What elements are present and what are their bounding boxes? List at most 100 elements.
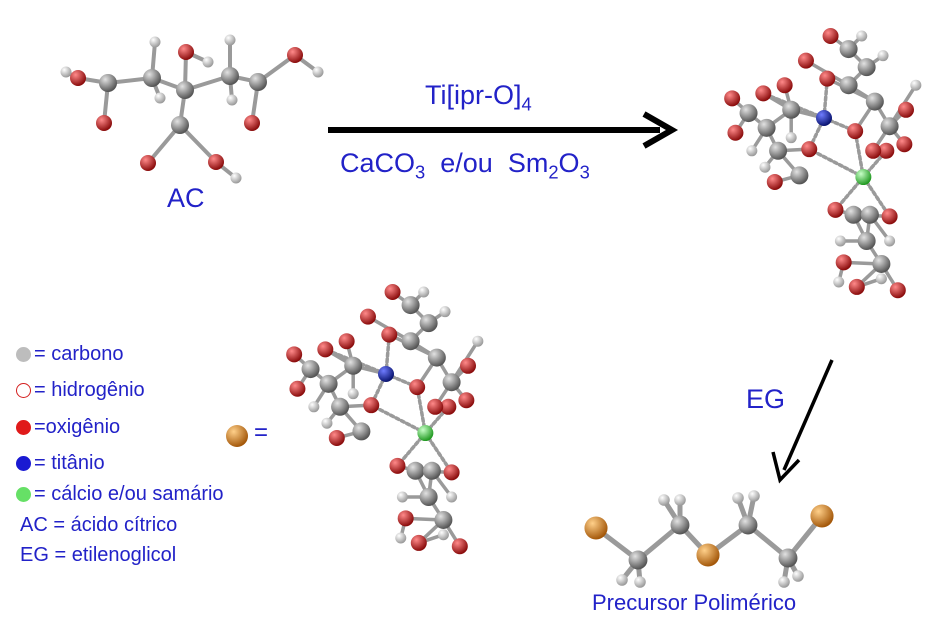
calcium-atom bbox=[855, 169, 872, 186]
oxygen-atom bbox=[381, 326, 398, 343]
reagent-top: Ti[ipr-O]4 bbox=[425, 80, 532, 115]
hydrogen-atom bbox=[856, 30, 868, 42]
hydrogen-atom bbox=[321, 417, 333, 429]
hydrogen-atom bbox=[759, 161, 771, 173]
carbon-atom bbox=[99, 74, 117, 92]
oxygen-atom bbox=[287, 47, 303, 63]
legend-item-oxygen: =oxigênio bbox=[16, 416, 120, 439]
hydrogen-atom bbox=[437, 529, 449, 541]
carbon-atom bbox=[143, 69, 161, 87]
hydrogen-atom bbox=[149, 36, 161, 48]
oxygen-atom bbox=[384, 284, 401, 300]
oxygen-atom bbox=[847, 123, 864, 140]
carbon-atom bbox=[401, 296, 420, 315]
carbon-atom bbox=[857, 232, 876, 250]
calcium-atom bbox=[417, 425, 434, 442]
legend-item-titanium: = titânio bbox=[16, 452, 105, 475]
reaction-arrow-head bbox=[642, 111, 679, 149]
hydrogen-atom bbox=[634, 576, 646, 588]
hydrogen-atom bbox=[396, 491, 408, 503]
hydrogen-atom bbox=[226, 94, 238, 106]
hydrogen-atom bbox=[732, 492, 744, 504]
oxygen-atom bbox=[410, 534, 427, 551]
eg-arrow-head bbox=[771, 451, 801, 484]
oxygen-atom bbox=[359, 308, 376, 325]
bond bbox=[807, 147, 866, 179]
carbon-atom bbox=[319, 374, 338, 393]
hydrogen-atom bbox=[308, 401, 320, 413]
titanium-atom bbox=[378, 366, 394, 382]
carbon-atom bbox=[344, 356, 363, 375]
hydrogen-atom bbox=[834, 235, 846, 247]
oxygen-atom bbox=[363, 397, 380, 414]
legend-item-calcium: = cálcio e/ou samário bbox=[16, 483, 224, 506]
eg-label: EG bbox=[746, 384, 786, 414]
bond bbox=[369, 403, 428, 435]
carbon-dot-icon bbox=[16, 347, 31, 362]
oxygen-atom bbox=[822, 28, 839, 44]
hydrogen-atom bbox=[792, 570, 804, 582]
oxygen-atom bbox=[878, 142, 895, 159]
oxygen-atom bbox=[317, 341, 334, 358]
carbon-atom bbox=[790, 166, 809, 185]
oxygen-atom bbox=[96, 115, 112, 131]
oxygen-atom bbox=[70, 70, 86, 86]
titanium-dot-icon bbox=[16, 456, 31, 471]
carbon-atom bbox=[880, 117, 899, 136]
hydrogen-atom bbox=[658, 494, 670, 506]
calcium-dot-icon bbox=[16, 487, 31, 502]
hydrogen-atom bbox=[202, 56, 214, 68]
hydrogen-atom bbox=[875, 273, 887, 285]
carbon-atom bbox=[419, 488, 438, 506]
oxygen-atom bbox=[896, 136, 913, 153]
carbon-atom bbox=[839, 40, 858, 59]
hydrogen-atom bbox=[446, 491, 458, 503]
carbon-atom bbox=[434, 510, 453, 529]
orange-atom bbox=[696, 543, 720, 567]
citric-acid-bonds bbox=[64, 38, 320, 180]
carbon-atom bbox=[419, 314, 438, 333]
carbon-atom bbox=[406, 461, 425, 480]
hydrogen-atom bbox=[877, 50, 889, 62]
titanium-complex-bottom-atoms bbox=[286, 284, 484, 555]
orange-equals: = bbox=[254, 419, 269, 446]
oxygen-atom bbox=[397, 510, 414, 527]
oxygen-atom bbox=[776, 77, 793, 94]
oxygen-atom bbox=[443, 464, 460, 481]
hydrogen-atom bbox=[418, 286, 430, 298]
oxygen-atom bbox=[724, 90, 741, 107]
oxygen-atom bbox=[727, 124, 744, 141]
orange-ball-atoms bbox=[226, 425, 248, 447]
oxygen-atom bbox=[338, 333, 355, 350]
hydrogen-atom bbox=[785, 132, 797, 144]
carbon-atom bbox=[427, 348, 446, 367]
oxygen-atom bbox=[289, 380, 306, 397]
carbon-atom bbox=[778, 548, 798, 568]
oxygen-atom bbox=[409, 379, 426, 396]
oxygen-dot-icon bbox=[16, 420, 31, 435]
oxygen-atom bbox=[451, 538, 468, 555]
titanium-complex-top-atoms bbox=[724, 28, 922, 299]
hydrogen-atom bbox=[230, 172, 242, 184]
oxygen-atom bbox=[889, 282, 906, 299]
legend-item-carbon: = carbono bbox=[16, 343, 124, 366]
carbon-atom bbox=[839, 76, 858, 95]
orange-atom bbox=[584, 516, 608, 540]
polymer-precursor-atoms bbox=[584, 490, 834, 588]
oxygen-atom bbox=[848, 278, 865, 295]
oxygen-atom bbox=[244, 115, 260, 131]
carbon-atom bbox=[401, 332, 420, 351]
oxygen-atom bbox=[286, 346, 303, 363]
oxygen-atom bbox=[328, 429, 345, 446]
carbon-atom bbox=[860, 205, 879, 224]
hydrogen-circle-icon bbox=[16, 383, 31, 398]
legend-abbrev-ac: AC = ácido cítrico bbox=[20, 514, 178, 536]
oxygen-atom bbox=[460, 357, 476, 374]
hydrogen-atom bbox=[746, 145, 758, 157]
hydrogen-atom bbox=[616, 574, 628, 586]
carbon-atom bbox=[757, 118, 776, 137]
carbon-atom bbox=[782, 100, 801, 119]
oxygen-atom bbox=[140, 155, 156, 171]
